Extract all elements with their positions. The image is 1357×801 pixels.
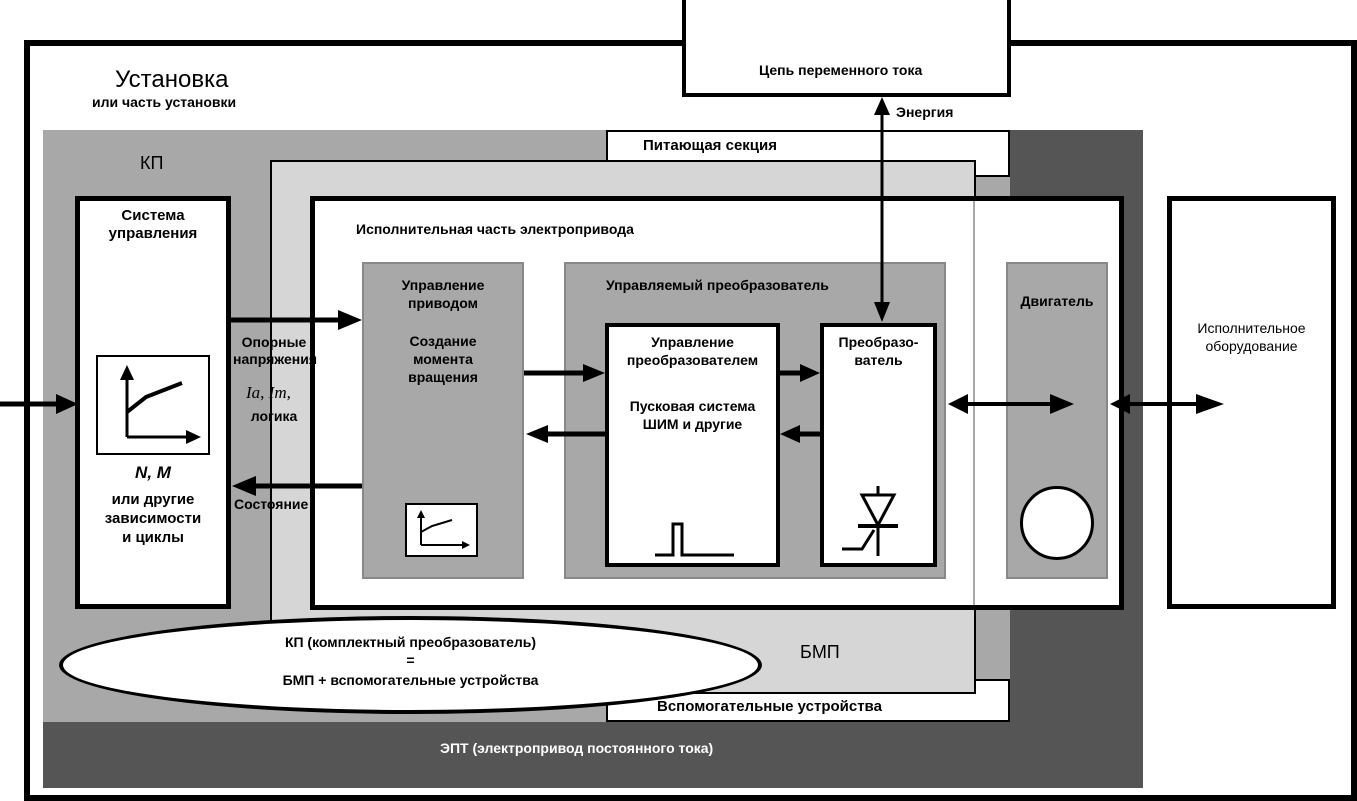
drive-control-line-1: Управление [401, 277, 485, 293]
converter-line-1: Преобразо- [838, 334, 919, 350]
equipment-line-1: Исполнительное [1197, 320, 1306, 336]
controlled-converter-title: Управляемый преобразователь [606, 277, 829, 293]
logic-label: логика [250, 408, 298, 424]
bmp-label: БМП [800, 642, 840, 662]
exec-part-divider [973, 201, 975, 605]
equipment-line-2: оборудование [1205, 338, 1298, 354]
status-label: Состояние [234, 496, 309, 512]
kp-definition-ellipse [59, 616, 762, 714]
drive-control-line-3: Создание [409, 333, 477, 349]
ref-voltage-label-2: напряжения [233, 351, 317, 367]
converter-control-line-3: Пусковая система [629, 398, 756, 414]
converter-control-line-4: ШИМ и другие [642, 416, 743, 432]
control-note-3: и циклы [122, 529, 184, 546]
equipment-block [1167, 196, 1336, 609]
supply-section-label: Питающая секция [643, 137, 777, 154]
drive-control-line-4: момента [413, 351, 473, 367]
control-system-title-2: управления [108, 225, 198, 242]
ept-label: ЭПТ (электропривод постоянного тока) [440, 740, 714, 756]
motor-icon [1020, 486, 1094, 560]
kp-def-line-1: КП (комплектный преобразователь) [284, 634, 537, 650]
drive-chart-box [405, 503, 478, 557]
kp-label: КП [140, 153, 164, 173]
exec-part-title: Исполнительная часть электропривода [356, 221, 634, 237]
drive-control-line-5: вращения [408, 369, 478, 385]
control-chart-label: N, M [135, 463, 171, 482]
converter-line-2: ватель [854, 352, 903, 368]
converter-control-line-1: Управление [651, 334, 734, 350]
installation-title: Установка [115, 66, 229, 93]
control-chart-box [96, 355, 210, 455]
drive-control-line-2: приводом [407, 295, 478, 311]
kp-def-line-2: = [406, 652, 415, 668]
kp-def-line-3: БМП + вспомогательные устройства [282, 672, 539, 688]
ac-circuit-label: Цепь переменного тока [759, 62, 923, 78]
control-note-2: зависимости [104, 510, 202, 527]
converter-control-line-2: преобразователем [626, 352, 759, 368]
ac-circuit-box [682, 0, 1011, 97]
control-system-title-1: Система [121, 207, 185, 224]
aux-devices-label: Вспомогательные устройства [657, 698, 882, 715]
installation-subtitle: или часть установки [92, 94, 237, 110]
control-note-1: или другие [111, 491, 195, 508]
motor-label: Двигатель [1020, 293, 1094, 309]
ref-voltage-label-1: Опорные [241, 334, 307, 350]
ia-im-label: Ia, Im, [246, 383, 291, 402]
energy-label: Энергия [896, 104, 954, 120]
